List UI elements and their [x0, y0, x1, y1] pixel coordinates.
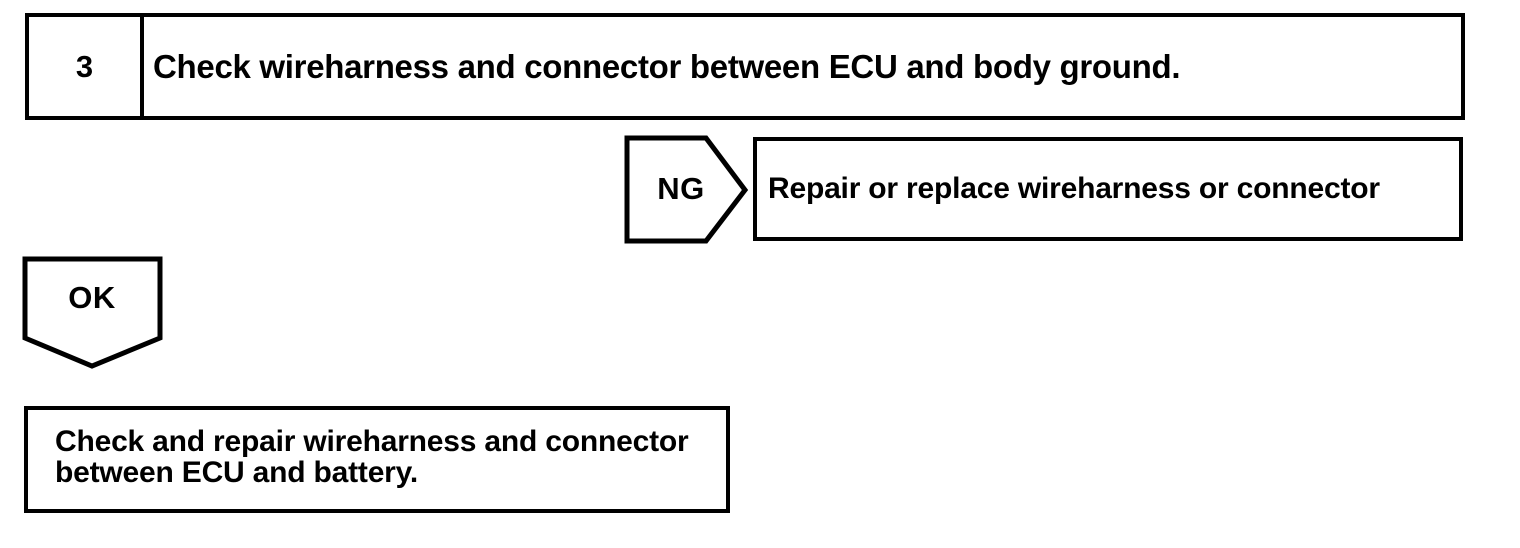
- ng-pentagon: [624, 135, 749, 244]
- step-box: 3 Check wireharness and connector betwee…: [25, 13, 1465, 120]
- ok-action-line-1: Check and repair wireharness and connect…: [55, 425, 689, 458]
- ng-action-text: Repair or replace wireharness or connect…: [768, 172, 1380, 205]
- ng-action-box: Repair or replace wireharness or connect…: [753, 137, 1463, 241]
- ok-pentagon: [22, 256, 163, 369]
- ok-connector-shape: [22, 256, 163, 369]
- ok-action-box: Check and repair wireharness and connect…: [24, 406, 730, 513]
- ok-action-line-2: between ECU and battery.: [55, 456, 419, 489]
- ok-label: OK: [68, 280, 116, 315]
- ng-connector-shape: [624, 135, 749, 244]
- step-instruction: Check wireharness and connector between …: [153, 47, 1181, 85]
- step-number: 3: [29, 17, 144, 116]
- ng-label: NG: [657, 170, 705, 206]
